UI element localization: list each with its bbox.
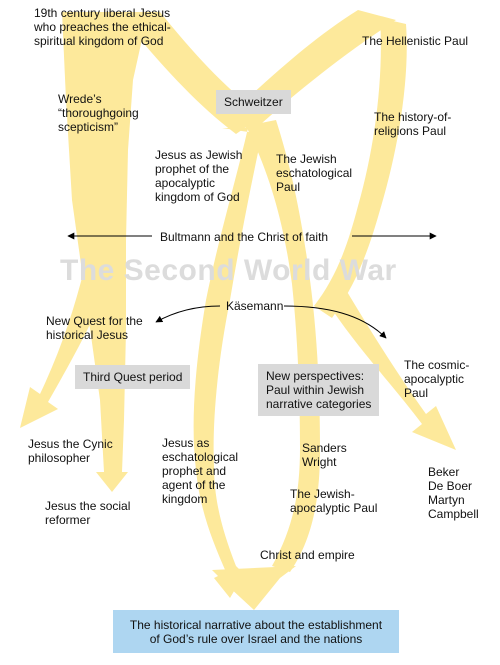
label-cosmic-paul: The cosmic- apocalyptic Paul — [404, 358, 470, 400]
arrows — [67, 232, 437, 339]
label-wrede: Wrede’s “thoroughgoing scepticism” — [58, 92, 139, 134]
label-eschatological-jesus: Jesus as eschatological prophet and agen… — [162, 436, 239, 506]
label-hellenistic-paul: The Hellenistic Paul — [362, 34, 469, 48]
label-jewish-apocalyptic-paul: The Jewish- apocalyptic Paul — [290, 487, 378, 515]
label-new-quest: New Quest for the historical Jesus — [46, 314, 143, 342]
label-liberal-jesus: 19th century liberal Jesus who preaches … — [34, 6, 171, 48]
stream-religions-paul — [314, 18, 407, 318]
kasemann-arrow-right — [283, 305, 387, 339]
stream-bands — [20, 10, 456, 610]
third-quest-box: Third Quest period — [75, 365, 191, 389]
label-social-reformer: Jesus the social reformer — [45, 499, 131, 527]
label-cynic: Jesus the Cynic philosopher — [28, 437, 113, 465]
stream-cosmic-branch — [326, 290, 456, 450]
label-christ-empire: Christ and empire — [260, 548, 355, 562]
background-title: The Second World War — [60, 254, 397, 287]
historical-narrative-box: The historical narrative about the estab… — [113, 610, 399, 653]
label-jewish-prophet-jesus: Jesus as Jewish prophet of the apocalypt… — [155, 148, 243, 204]
stream-base — [212, 566, 296, 610]
stream-cynic-branch — [20, 270, 110, 428]
stream-schweitzer-jesus — [193, 128, 262, 598]
new-perspectives-box: New perspectives: Paul within Jewish nar… — [258, 364, 380, 416]
label-history-religions-paul: The history-of- religions Paul — [374, 110, 452, 138]
schweitzer-box: Schweitzer — [216, 90, 291, 114]
label-beker-group: Beker De Boer Martyn Campbell — [428, 465, 479, 521]
kasemann-arrow-left — [155, 305, 221, 323]
label-bultmann: Bultmann and the Christ of faith — [160, 230, 329, 244]
stream-jesus-liberal — [62, 12, 148, 492]
label-jewish-eschatological-paul: The Jewish eschatological Paul — [276, 152, 353, 194]
label-kasemann: Käsemann — [226, 299, 284, 313]
label-sanders-wright: Sanders Wright — [302, 441, 347, 469]
stream-schweitzer-paul — [246, 120, 320, 572]
